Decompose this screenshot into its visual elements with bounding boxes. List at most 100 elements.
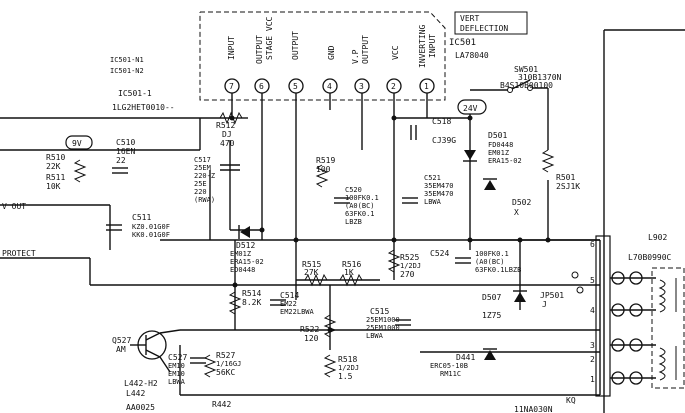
c517-label: (RWA)	[194, 196, 215, 204]
ic-note: IC501-N2	[110, 67, 144, 75]
ic-pin-label: V.P	[351, 49, 360, 64]
c515-label: 25EM1000	[366, 316, 400, 324]
c511-label: KK0.01G0F	[132, 231, 170, 239]
r512-label: 470	[220, 139, 235, 148]
c510-label: 16EN	[116, 147, 135, 156]
c521-label: C521	[424, 174, 441, 182]
ic-pin-label: INPUT	[428, 34, 437, 58]
ic-pin-number: 5	[293, 82, 298, 91]
c510-label: 22	[116, 156, 126, 165]
9v-supply-marker	[65, 135, 93, 150]
r512-label: DJ	[222, 130, 232, 139]
kq-label: 11NA030N	[514, 405, 553, 413]
d441-label: RM11C	[440, 370, 461, 378]
ic-pin-label: GND	[327, 45, 336, 60]
c527-label: EM10	[168, 362, 185, 370]
r510-label: R510	[46, 153, 65, 162]
ic-subunit-part: 1LG2HET0010--	[112, 103, 175, 112]
c517-label: C517	[194, 156, 211, 164]
24v-supply-marker	[457, 99, 487, 115]
d502-label: X	[514, 208, 519, 217]
d501-label: D501	[488, 131, 507, 140]
d512-label: EM01Z	[230, 250, 251, 258]
r525-label: R525	[400, 253, 419, 262]
ic-ref: IC501	[449, 38, 476, 48]
r512-symbol	[219, 111, 243, 125]
l902-label: L70B0990C	[628, 253, 672, 262]
l442-label: L442	[126, 389, 145, 398]
jp501-label: J	[542, 300, 547, 309]
c517-label: 220-Z	[194, 172, 215, 180]
junctions	[229, 107, 551, 333]
ic-pin-number: 2	[391, 82, 396, 91]
r527-label: 56KC	[216, 368, 235, 377]
r522-label: R522	[300, 325, 319, 334]
r527-symbol	[203, 354, 217, 378]
ic-part: LA78040	[455, 51, 489, 60]
r442-label: R442	[212, 400, 231, 409]
jp501-label: JP501	[540, 291, 564, 300]
r519-label: R519	[316, 156, 335, 165]
d441-symbol	[484, 350, 496, 360]
ic-note: IC501-N1	[110, 56, 144, 64]
jp501-jumper	[571, 271, 584, 294]
component-labels: R512 DJ 470 C510 16EN 22 R510 22K R511 1…	[46, 65, 672, 413]
connector-pin-number: 5	[590, 276, 595, 285]
24v-supply-label: 24V	[463, 104, 478, 113]
r518-label: 1.5	[338, 372, 353, 381]
d512-symbol	[240, 226, 250, 238]
d507-label: 1Z75	[482, 311, 501, 320]
l442-label: L442-H2	[124, 379, 158, 388]
c517-label: 25E	[194, 180, 207, 188]
c521-label: LBWA	[424, 198, 442, 206]
r525-label: 1/2DJ	[400, 262, 421, 270]
c520-label: 63FK0.1	[345, 210, 375, 218]
connector-pin-number: 1	[590, 375, 595, 384]
c524-label: C524	[430, 249, 449, 258]
d512-label: ED0448	[230, 266, 255, 274]
ic-pin-label: OUTPUT	[255, 35, 264, 64]
d512-label: D512	[236, 241, 255, 250]
r512-label: R512	[216, 121, 235, 130]
capacitors	[106, 125, 471, 364]
c514-label: EM22	[280, 300, 297, 308]
r515-symbol	[304, 273, 328, 287]
c521-label: 35EM470	[424, 182, 454, 190]
r518-symbol	[323, 354, 337, 378]
connector: 6 5 4 3 2 1	[590, 235, 656, 397]
r514-label: R514	[242, 289, 261, 298]
r527-label: R527	[216, 351, 235, 360]
r511-label: R511	[46, 173, 65, 182]
q527-transistor	[130, 329, 181, 373]
d507-symbol	[514, 292, 526, 302]
sw501-label: SW501	[514, 65, 538, 74]
ic-pin-label: STAGE VCC	[265, 16, 274, 60]
d501-label: EM01Z	[488, 149, 509, 157]
r519-label: 100	[316, 165, 331, 174]
r527-label: 1/16GJ	[216, 360, 241, 368]
q527-label: Q527	[112, 336, 131, 345]
connector-pin-number: 6	[590, 240, 595, 249]
diodes	[238, 150, 527, 360]
protect-net-label: PROTECT	[2, 249, 36, 258]
c515-label: 25EM1000	[366, 324, 400, 332]
l902-label: L902	[648, 233, 667, 242]
r511-label: 10K	[46, 182, 61, 191]
d501-label: FD0448	[488, 141, 513, 149]
supply-markers: 9V 24V V OUT PROTECT	[2, 99, 487, 258]
v-out-net-label: V OUT	[2, 202, 26, 211]
c520-label: (A0(BC)	[345, 202, 375, 210]
r501-label: 2SJ1K	[556, 182, 580, 191]
c511-label: KZ0.01G0F	[132, 223, 170, 231]
r514-label: 8.2K	[242, 298, 261, 307]
d501-label: ERA15-02	[488, 157, 522, 165]
r515-label: R515	[302, 260, 321, 269]
ic-pin-label: INVERTING	[418, 24, 427, 68]
d507-label: D507	[482, 293, 501, 302]
d502-symbol	[484, 180, 496, 190]
r522-label: 120	[304, 334, 319, 343]
c514-label: C514	[280, 291, 299, 300]
c524-label: 63FK0.1LBZB	[475, 266, 521, 274]
d441-label: D441	[456, 353, 475, 362]
